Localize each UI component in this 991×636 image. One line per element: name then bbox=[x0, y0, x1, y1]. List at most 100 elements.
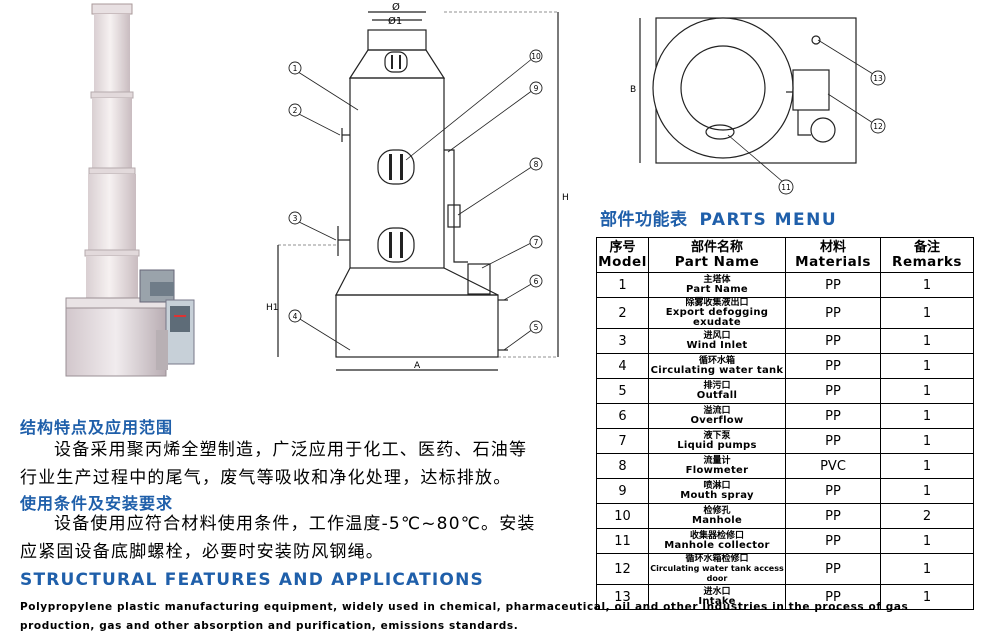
scrubber-tower-photo bbox=[65, 3, 195, 377]
parts-menu-title-zh: 部件功能表 bbox=[600, 210, 688, 230]
heading-structural-features-en: STRUCTURAL FEATURES AND APPLICATIONS bbox=[20, 570, 484, 590]
cell-remarks: 1 bbox=[880, 553, 974, 585]
paragraph-usage-conditions-zh: 设备使用应符合材料使用条件，工作温度-5℃~80℃。安装 应紧固设备底脚螺栓，必… bbox=[20, 510, 536, 566]
paragraph-structural-features-zh: 设备采用聚丙烯全塑制造，广泛应用于化工、医药、石油等 行业生产过程中的尾气，废气… bbox=[20, 436, 527, 492]
paragraph-structural-features-en: Polypropylene plastic manufacturing equi… bbox=[20, 601, 909, 632]
dim-a: A bbox=[414, 361, 421, 371]
cell-material: PP bbox=[785, 528, 881, 554]
callout-3: 3 bbox=[293, 214, 298, 223]
callout-2: 2 bbox=[293, 106, 298, 115]
callout-7: 7 bbox=[534, 238, 539, 247]
tower-elevation-drawing: 1 2 3 4 10 9 8 7 6 5 Ø Ø1 A H H1 bbox=[266, 1, 569, 371]
dim-h: H bbox=[562, 193, 569, 203]
parts-menu-title-en: PARTS MENU bbox=[699, 210, 838, 230]
heading-usage-conditions-zh: 使用条件及安装要求 bbox=[20, 494, 174, 513]
callout-13: 13 bbox=[873, 74, 883, 83]
cell-model: 8 bbox=[596, 453, 649, 479]
tower-plan-drawing: 13 12 11 B bbox=[630, 17, 886, 195]
paragraph-line: 设备使用应符合材料使用条件，工作温度-5℃~80℃。安装 bbox=[54, 514, 536, 534]
dim-h1: H1 bbox=[266, 303, 279, 313]
paragraph-line: 行业生产过程中的尾气，废气等吸收和净化处理，达标排放。 bbox=[20, 468, 512, 488]
dim-phi1: Ø1 bbox=[388, 15, 402, 27]
cell-remarks: 1 bbox=[880, 272, 974, 298]
cell-model: 2 bbox=[596, 297, 649, 329]
cell-remarks: 1 bbox=[880, 403, 974, 429]
callout-4: 4 bbox=[293, 312, 298, 321]
cell-remarks: 1 bbox=[880, 428, 974, 454]
cell-material: PP bbox=[785, 553, 881, 585]
cell-model: 10 bbox=[596, 503, 649, 529]
cell-remarks: 1 bbox=[880, 378, 974, 404]
cell-material: PP bbox=[785, 584, 881, 610]
cell-model: 13 bbox=[596, 584, 649, 610]
cell-model: 12 bbox=[596, 553, 649, 585]
cell-remarks: 1 bbox=[880, 478, 974, 504]
callout-5: 5 bbox=[534, 323, 539, 332]
heading-structural-features-zh: 结构特点及应用范围 bbox=[20, 418, 174, 437]
callout-6: 6 bbox=[534, 277, 539, 286]
cell-remarks: 1 bbox=[880, 584, 974, 610]
dim-phi: Ø bbox=[392, 1, 400, 13]
callout-1: 1 bbox=[293, 64, 298, 73]
dim-b: B bbox=[630, 85, 636, 95]
cell-remarks: 1 bbox=[880, 328, 974, 354]
callout-10: 10 bbox=[531, 52, 541, 61]
cell-model: 7 bbox=[596, 428, 649, 454]
cell-model: 9 bbox=[596, 478, 649, 504]
cell-material: PP bbox=[785, 272, 881, 298]
cell-material: PP bbox=[785, 428, 881, 454]
cell-material: PVC bbox=[785, 453, 881, 479]
cell-model: 1 bbox=[596, 272, 649, 298]
cell-material: PP bbox=[785, 328, 881, 354]
cell-material: PP bbox=[785, 503, 881, 529]
cell-remarks: 2 bbox=[880, 503, 974, 529]
paragraph-line: 设备采用聚丙烯全塑制造，广泛应用于化工、医药、石油等 bbox=[54, 440, 528, 460]
cell-material: PP bbox=[785, 478, 881, 504]
cell-remarks: 1 bbox=[880, 453, 974, 479]
parts-menu-title: 部件功能表 PARTS MENU bbox=[600, 205, 837, 230]
cell-model: 11 bbox=[596, 528, 649, 554]
cell-model: 6 bbox=[596, 403, 649, 429]
cell-material: PP bbox=[785, 378, 881, 404]
cell-remarks: 1 bbox=[880, 528, 974, 554]
callout-11: 11 bbox=[781, 183, 791, 192]
cell-remarks: 1 bbox=[880, 297, 974, 329]
callout-9: 9 bbox=[534, 84, 539, 93]
cell-model: 5 bbox=[596, 378, 649, 404]
cell-material: PP bbox=[785, 297, 881, 329]
cell-model: 4 bbox=[596, 353, 649, 379]
callout-12: 12 bbox=[873, 122, 883, 131]
cell-material: PP bbox=[785, 353, 881, 379]
cell-model: 3 bbox=[596, 328, 649, 354]
